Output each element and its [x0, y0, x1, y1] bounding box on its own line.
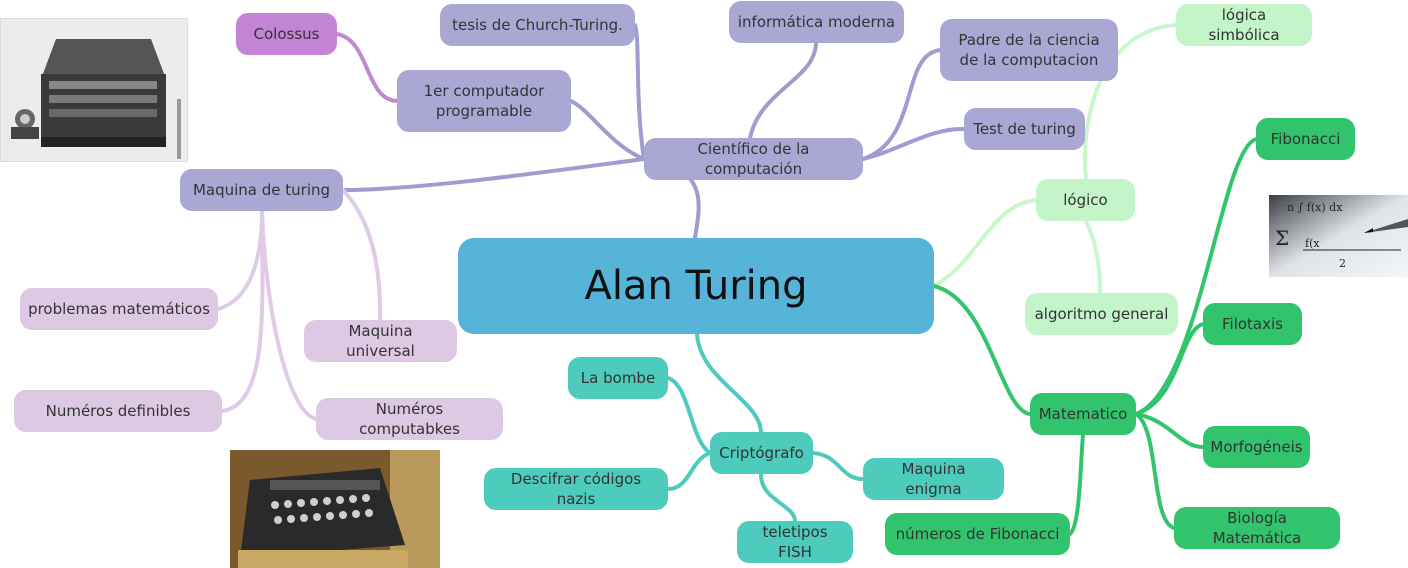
node-primer-computador[interactable]: 1er computador programable	[397, 70, 571, 132]
connector-line	[1134, 412, 1176, 530]
connector-line	[341, 157, 646, 192]
node-morfogeneis[interactable]: Morfogéneis	[1203, 426, 1310, 468]
svg-text:f(x: f(x	[1305, 237, 1320, 250]
enigma-bw-drawing	[1, 19, 187, 161]
connector-line	[569, 99, 646, 161]
connector-line	[666, 451, 712, 491]
node-fibonacci[interactable]: Fibonacci	[1256, 118, 1355, 160]
node-cientifico[interactable]: Científico de la computación	[644, 138, 863, 180]
svg-text:Σ: Σ	[1275, 226, 1289, 250]
node-maquina-enigma[interactable]: Maquina enigma	[863, 458, 1004, 500]
connector-line	[1134, 322, 1205, 416]
node-church-turing[interactable]: tesis de Church-Turing.	[440, 4, 635, 46]
connector-line	[666, 376, 712, 455]
connector-line	[1084, 219, 1102, 295]
connector-line	[341, 188, 382, 322]
node-la-bombe[interactable]: La bombe	[568, 357, 668, 399]
node-padre[interactable]: Padre de la ciencia de la computacion	[940, 19, 1118, 81]
node-maquina-universal[interactable]: Maquina universal	[304, 320, 457, 362]
connector-line	[1134, 137, 1258, 416]
connector-line	[335, 32, 399, 103]
connector-line	[1134, 412, 1205, 449]
node-algoritmo[interactable]: algoritmo general	[1025, 293, 1178, 335]
node-descifrar[interactable]: Descifrar códigos nazis	[484, 468, 668, 510]
node-test-turing[interactable]: Test de turing	[964, 108, 1085, 150]
connector-line	[861, 48, 942, 161]
connector-line	[633, 23, 646, 161]
node-problemas[interactable]: problemas matemáticos	[20, 288, 218, 330]
connector-line	[695, 332, 763, 434]
node-filotaxis[interactable]: Filotaxis	[1203, 303, 1302, 345]
node-biologia[interactable]: Biología Matemática	[1174, 507, 1340, 549]
math-formula-photo: n ∫ f(x) dx Σ f(x 2	[1269, 195, 1408, 277]
connector-line	[758, 472, 797, 523]
node-numeros-definibles[interactable]: Numéros definibles	[14, 390, 222, 432]
connector-line	[260, 209, 318, 421]
enigma-color-drawing	[230, 450, 440, 568]
node-informatica-moderna[interactable]: informática moderna	[729, 1, 904, 43]
node-criptografo[interactable]: Criptógrafo	[710, 432, 813, 474]
node-teletipos[interactable]: teletipos FISH	[737, 521, 853, 563]
node-colossus[interactable]: Colossus	[236, 13, 337, 55]
connector-line	[861, 126, 966, 161]
central-topic[interactable]: Alan Turing	[458, 238, 934, 334]
node-logica-simbolica[interactable]: lógica simbólica	[1176, 4, 1312, 46]
svg-text:n ∫ f(x) dx: n ∫ f(x) dx	[1287, 201, 1343, 214]
svg-text:2: 2	[1339, 257, 1346, 270]
connector-line	[932, 284, 1032, 416]
connector-line	[932, 198, 1038, 288]
node-maquina-turing[interactable]: Maquina de turing	[180, 169, 343, 211]
connector-line	[1083, 23, 1178, 181]
node-logico[interactable]: lógico	[1036, 179, 1135, 221]
connector-line	[748, 41, 818, 140]
connector-line	[811, 451, 865, 481]
connector-line	[220, 209, 265, 413]
node-matematico[interactable]: Matematico	[1030, 393, 1136, 435]
enigma-machine-photo	[0, 18, 188, 162]
formula-drawing: n ∫ f(x) dx Σ f(x 2	[1269, 195, 1408, 277]
enigma-machine-color-photo	[230, 450, 440, 568]
node-numeros-computables[interactable]: Numéros computabkes	[316, 398, 503, 440]
node-numeros-fibonacci[interactable]: números de Fibonacci	[885, 513, 1070, 555]
connector-line	[1068, 433, 1085, 536]
connector-line	[216, 209, 264, 311]
